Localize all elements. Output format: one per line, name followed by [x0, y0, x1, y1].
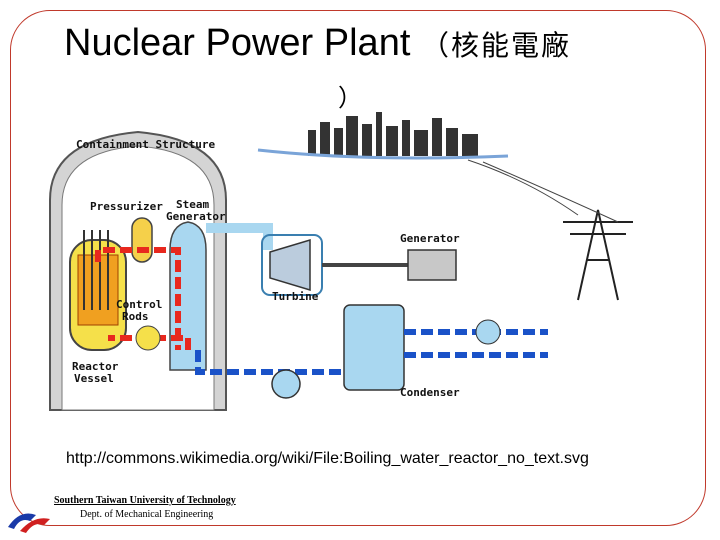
title-close-paren: ） — [338, 84, 362, 112]
label-turbine: Turbine — [272, 290, 319, 303]
turbine — [269, 238, 311, 292]
primary-pump — [135, 325, 161, 351]
condenser — [343, 304, 405, 391]
control-rods — [83, 230, 109, 310]
label-reactor-1: Reactor — [72, 360, 119, 373]
cooling-pump — [475, 319, 501, 345]
steam-line — [206, 223, 273, 250]
label-control-rods-1: Control — [116, 298, 162, 311]
slide-title: Nuclear Power Plant （核能電廠 — [64, 22, 571, 65]
feed-pump — [271, 369, 301, 399]
label-steam-generator-2: Generator — [166, 210, 226, 223]
primary-hot-loop — [95, 247, 181, 350]
nuclear-plant-diagram: Containment Structure Pressurizer Steam … — [49, 112, 633, 411]
label-control-rods-2: Rods — [122, 310, 149, 323]
footer-dept: Dept. of Mechanical Engineering — [80, 509, 214, 520]
label-pressurizer: Pressurizer — [90, 200, 163, 213]
transmission-tower — [563, 209, 633, 301]
power-lines — [467, 159, 619, 223]
label-steam-generator-1: Steam — [176, 198, 209, 211]
label-condenser: Condenser — [400, 386, 460, 399]
footer-org: Southern Taiwan University of Technology — [54, 495, 236, 506]
generator — [407, 249, 457, 281]
label-containment: Containment Structure — [76, 138, 215, 151]
label-reactor-2: Vessel — [74, 372, 114, 385]
city-skyline — [308, 112, 478, 156]
slide-frame — [10, 10, 706, 526]
university-logo — [8, 513, 50, 533]
title-text: Nuclear Power Plant — [64, 22, 411, 64]
title-cjk: （核能電廠 — [420, 29, 571, 62]
pressurizer — [131, 217, 153, 263]
source-url: http://commons.wikimedia.org/wiki/File:B… — [66, 450, 589, 467]
primary-return — [108, 335, 191, 350]
label-generator: Generator — [400, 232, 460, 245]
water-line — [257, 148, 509, 160]
